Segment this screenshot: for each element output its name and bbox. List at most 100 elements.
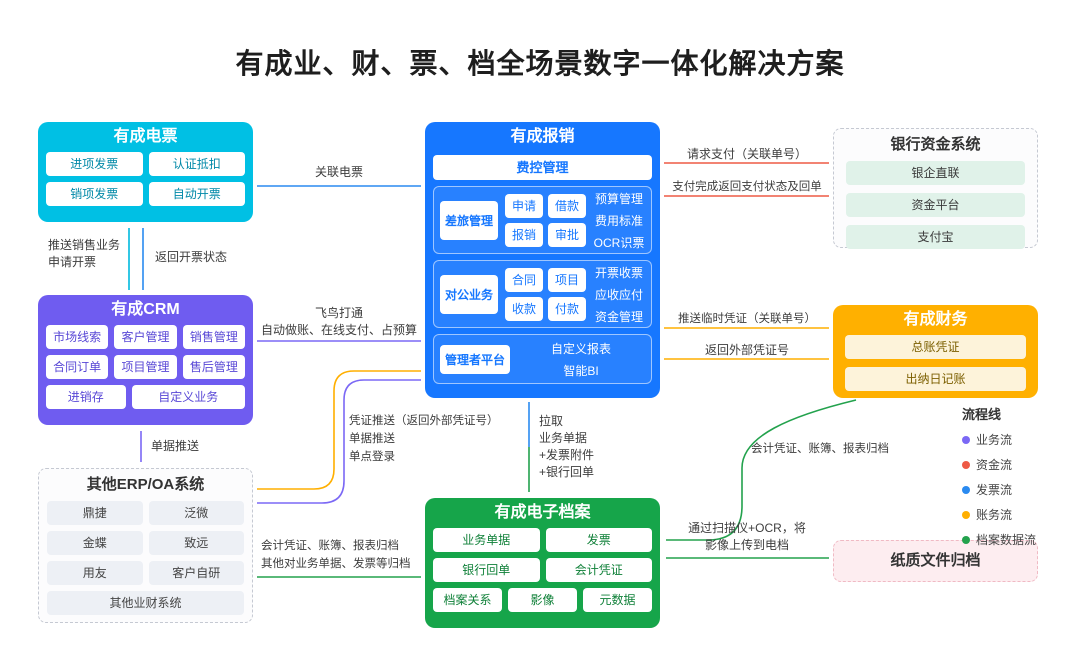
- node-archive-title: 有成电子档案: [494, 504, 591, 521]
- legend-label: 账务流: [976, 508, 1013, 522]
- crm-item: 售后管理: [182, 355, 245, 379]
- edge-label-epiao-crm: 返回开票状态: [155, 250, 228, 264]
- edge-label-line: +发票附件: [539, 448, 595, 462]
- legend-item-business-flow: 业务流: [962, 431, 1036, 448]
- epiao-item: 认证抵扣: [148, 152, 245, 176]
- edge-label-erp-baoxiao: 凭证推送（返回外部凭证号） 单据推送 单点登录: [349, 412, 499, 466]
- crm-item: 进销存: [46, 385, 126, 409]
- capital-flow-dot-icon: [962, 460, 970, 469]
- bank-item: 支付宝: [846, 225, 1025, 249]
- baoxiao-feature: 资金管理: [595, 309, 644, 324]
- legend-label: 业务流: [976, 433, 1013, 447]
- node-bank-title: 银行资金系统: [890, 136, 981, 153]
- baoxiao-button: 审批: [548, 222, 587, 247]
- erp-item: 金蝶: [47, 531, 143, 555]
- crm-item: 自定义业务: [131, 385, 245, 409]
- archive-item: 业务单据: [433, 528, 540, 552]
- edge-label-voucher-return: 返回外部凭证号: [704, 343, 789, 357]
- edge-label-line: 飞鸟打通: [314, 306, 363, 320]
- baoxiao-feature: 自定义报表: [551, 341, 612, 356]
- edge-label-finance-archive: 会计凭证、账簿、报表归档: [751, 443, 889, 455]
- baoxiao-section-label: 管理者平台: [440, 344, 511, 374]
- legend-item-invoice-flow: 发票流: [962, 481, 1036, 498]
- legend-title: 流程线: [962, 407, 1002, 422]
- edge-label-line: 申请开票: [48, 255, 97, 269]
- baoxiao-section-travel: 差旅管理 申请 借款 报销 审批 预算管理 费用标准 OCR识票: [433, 186, 652, 254]
- erp-item: 致远: [148, 531, 244, 555]
- node-baoxiao-title: 有成报销: [510, 128, 575, 145]
- edge-label-pay-request: 请求支付（关联单号）: [686, 147, 807, 161]
- arrow-finance-archive: [666, 399, 857, 541]
- edge-label-line: 单点登录: [349, 451, 395, 463]
- erp-item: 客户自研: [148, 561, 244, 585]
- finance-item: 出纳日记账: [845, 367, 1026, 391]
- baoxiao-button: 申请: [505, 193, 544, 218]
- legend-item-accounting-flow: 账务流: [962, 506, 1036, 523]
- baoxiao-button: 报销: [505, 222, 544, 247]
- erp-item: 用友: [47, 561, 143, 585]
- finance-item: 总账凭证: [845, 335, 1026, 359]
- epiao-item: 自动开票: [148, 182, 245, 206]
- arrow-erp-baoxiao-docs: [257, 379, 421, 504]
- edge-label-line: 通过扫描仪+OCR，将: [688, 521, 806, 535]
- legend-label: 发票流: [976, 483, 1013, 497]
- erp-item: 鼎捷: [47, 501, 143, 525]
- erp-item: 泛微: [148, 501, 244, 525]
- edge-label-paper-archive: 通过扫描仪+OCR，将 影像上传到电档: [664, 520, 830, 554]
- page-title: 有成业、财、票、档全场景数字一体化解决方案: [235, 48, 845, 79]
- archive-item: 影像: [508, 588, 577, 612]
- node-erp-title: 其他ERP/OA系统: [86, 476, 205, 493]
- edge-label-line: 单据推送: [349, 433, 395, 445]
- archive-item: 元数据: [583, 588, 652, 612]
- baoxiao-feature: 预算管理: [595, 191, 644, 206]
- legend-item-archive-flow: 档案数据流: [962, 531, 1036, 548]
- node-finance-title: 有成财务: [903, 311, 968, 328]
- edge-label-erp-archive: 会计凭证、账簿、报表归档 其他对业务单据、发票等归档: [261, 538, 411, 573]
- baoxiao-button: 收款: [505, 296, 544, 321]
- edge-label-crm-baoxiao: 飞鸟打通 自动做账、在线支付、占预算: [257, 305, 421, 339]
- baoxiao-section-label: 对公业务: [440, 274, 499, 314]
- edge-label-epiao-baoxiao: 关联电票: [314, 165, 363, 179]
- edge-label-crm-epiao: 推送销售业务 申请开票: [48, 237, 120, 271]
- edge-label-line: 影像上传到电档: [704, 538, 789, 552]
- legend-label: 档案数据流: [976, 533, 1037, 547]
- archive-item: 发票: [545, 528, 652, 552]
- archive-item: 会计凭证: [545, 558, 652, 582]
- node-crm: 有成CRM 市场线索 客户管理 销售管理 合同订单 项目管理 售后管理 进销存 …: [38, 295, 253, 425]
- edge-label-line: 会计凭证、账簿、报表归档: [261, 540, 399, 552]
- edge-label-crm-erp: 单据推送: [151, 439, 200, 453]
- bank-item: 银企直联: [846, 161, 1025, 185]
- edge-label-line: 凭证推送（返回外部凭证号）: [349, 415, 499, 427]
- node-erp: 其他ERP/OA系统 鼎捷 泛微 金蝶 致远 用友 客户自研 其他业财系统: [38, 468, 253, 623]
- edge-label-baoxiao-archive: 拉取 业务单据 +发票附件 +银行回单: [539, 413, 594, 481]
- baoxiao-button: 合同: [505, 267, 544, 292]
- baoxiao-feature: OCR识票: [593, 235, 645, 250]
- edge-label-temp-voucher: 推送临时凭证（关联单号）: [678, 313, 816, 325]
- erp-item: 其他业财系统: [47, 591, 244, 615]
- crm-item: 合同订单: [46, 355, 109, 379]
- invoice-flow-dot-icon: [962, 485, 970, 494]
- legend: 流程线 业务流 资金流 发票流 账务流 档案数据流: [962, 404, 1036, 548]
- baoxiao-feature: 智能BI: [563, 363, 599, 378]
- node-baoxiao: 有成报销 费控管理 差旅管理 申请 借款 报销 审批 预算管理 费用标准 OCR…: [425, 122, 660, 398]
- node-crm-title: 有成CRM: [111, 301, 180, 318]
- baoxiao-top-module: 费控管理: [433, 155, 652, 180]
- node-bank: 银行资金系统 银企直联 资金平台 支付宝: [833, 128, 1038, 249]
- edge-label-line: 推送销售业务: [48, 238, 121, 252]
- archive-item: 银行回单: [433, 558, 540, 582]
- baoxiao-section-label: 差旅管理: [440, 200, 499, 240]
- node-finance: 有成财务 总账凭证 出纳日记账: [833, 305, 1038, 398]
- baoxiao-feature: 开票收票: [595, 265, 644, 280]
- node-epiao: 有成电票 进项发票 认证抵扣 销项发票 自动开票: [38, 122, 253, 222]
- baoxiao-button: 付款: [548, 296, 587, 321]
- archive-item: 档案关系: [433, 588, 502, 612]
- crm-item: 市场线索: [46, 325, 109, 349]
- crm-item: 项目管理: [114, 355, 177, 379]
- node-paper: 纸质文件归档: [833, 540, 1038, 582]
- baoxiao-feature: 费用标准: [595, 213, 644, 228]
- edge-label-line: +银行回单: [539, 465, 595, 479]
- node-archive: 有成电子档案 业务单据 发票 银行回单 会计凭证 档案关系 影像 元数据: [425, 498, 660, 628]
- epiao-item: 进项发票: [46, 152, 143, 176]
